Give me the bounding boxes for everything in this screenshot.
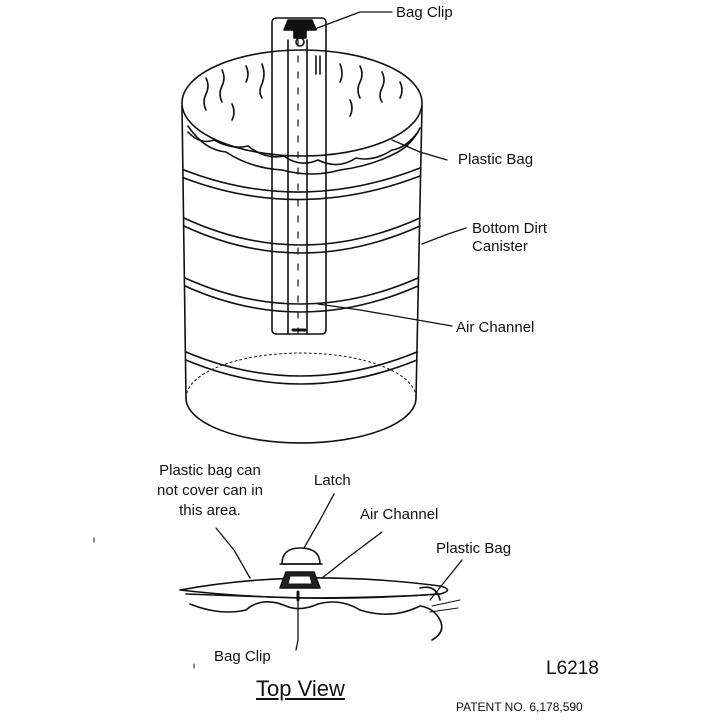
label-air-channel-bottom: Air Channel — [360, 506, 439, 523]
label-latch: Latch — [314, 472, 351, 489]
label-air-channel-top: Air Channel — [456, 319, 535, 336]
air-channel-strip — [271, 17, 327, 335]
label-no-cover-line1: Plastic bag can — [159, 462, 261, 479]
bag-clip-top-graphic — [283, 19, 317, 47]
leader-lines-top — [311, 11, 467, 327]
label-plastic-bag-bottom: Plastic Bag — [436, 540, 512, 557]
label-bag-clip-top: Bag Clip — [396, 4, 453, 21]
top-view-cross-section — [179, 547, 461, 641]
canister-body — [181, 49, 423, 444]
label-bottom-dirt-canister-line2: Canister — [472, 238, 528, 255]
label-bag-clip-bottom: Bag Clip — [214, 648, 271, 665]
figure-code: L6218 — [546, 658, 599, 679]
view-title: Top View — [256, 676, 345, 701]
label-plastic-bag-top: Plastic Bag — [458, 151, 534, 168]
patent-number: PATENT NO. 6,178,590 — [456, 700, 583, 714]
label-no-cover-line2: not cover can in — [157, 482, 263, 499]
leader-lines-bottom — [215, 493, 463, 651]
label-no-cover-line3: this area. — [179, 502, 241, 519]
label-bottom-dirt-canister-line1: Bottom Dirt — [472, 220, 548, 237]
